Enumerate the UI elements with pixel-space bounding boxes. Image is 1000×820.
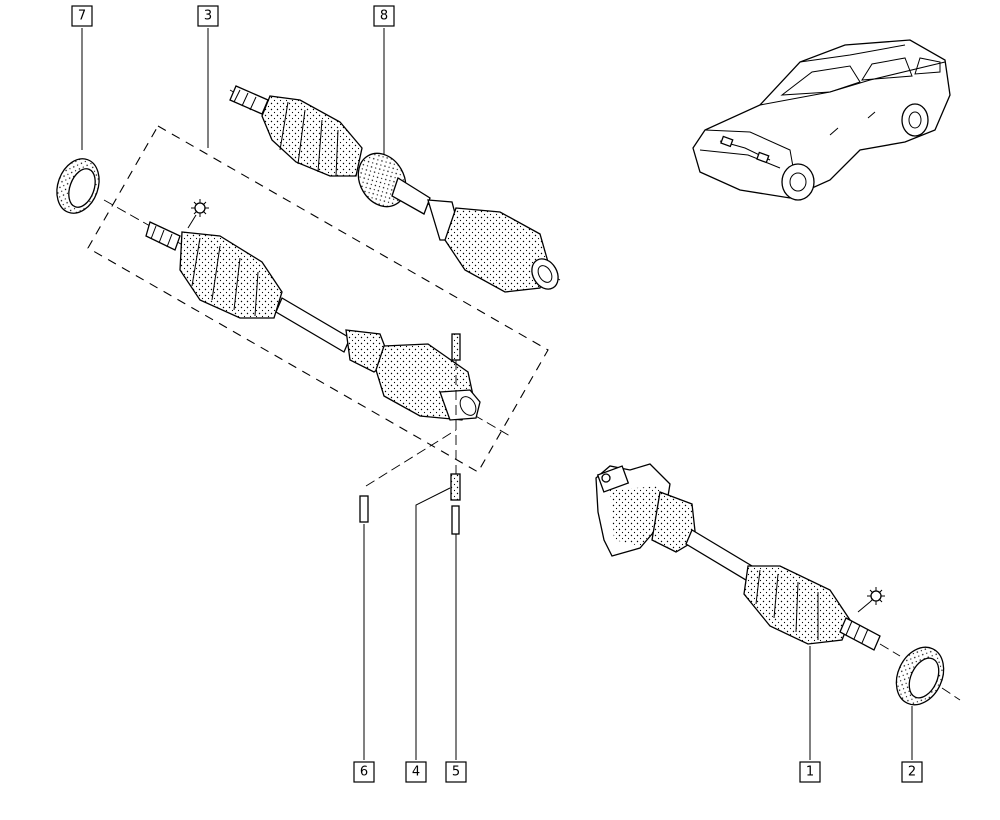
svg-text:5: 5: [452, 765, 460, 780]
callout-7: 7: [71, 5, 93, 27]
callout-8: 8: [373, 5, 395, 27]
svg-text:7: 7: [78, 9, 86, 24]
callout-3: 3: [197, 5, 219, 27]
reluctor-ring-7: [56, 158, 100, 214]
svg-text:6: 6: [360, 765, 368, 780]
svg-text:3: 3: [204, 9, 212, 24]
roll-pin-5: [451, 505, 460, 535]
svg-text:2: 2: [908, 765, 916, 780]
driveshaft-assembly-8: [229, 85, 561, 293]
roll-pin-4: [450, 473, 461, 501]
gear-icon: [857, 587, 885, 613]
svg-text:1: 1: [806, 765, 814, 780]
svg-text:8: 8: [380, 9, 388, 24]
vehicle-illustration: [692, 39, 951, 201]
callout-5: 5: [445, 761, 467, 783]
driveshaft-assembly-3: [145, 221, 511, 437]
reluctor-ring-2: [895, 646, 945, 706]
gear-icon: [187, 199, 209, 229]
callout-2: 2: [901, 761, 923, 783]
roll-pin-top: [451, 333, 461, 361]
callout-1: 1: [799, 761, 821, 783]
callout-6: 6: [353, 761, 375, 783]
driveshaft-assembly-1: [595, 463, 881, 651]
kit-outline: [87, 125, 549, 473]
svg-text:4: 4: [412, 765, 420, 780]
callout-4: 4: [405, 761, 427, 783]
roll-pin-6: [359, 495, 369, 523]
